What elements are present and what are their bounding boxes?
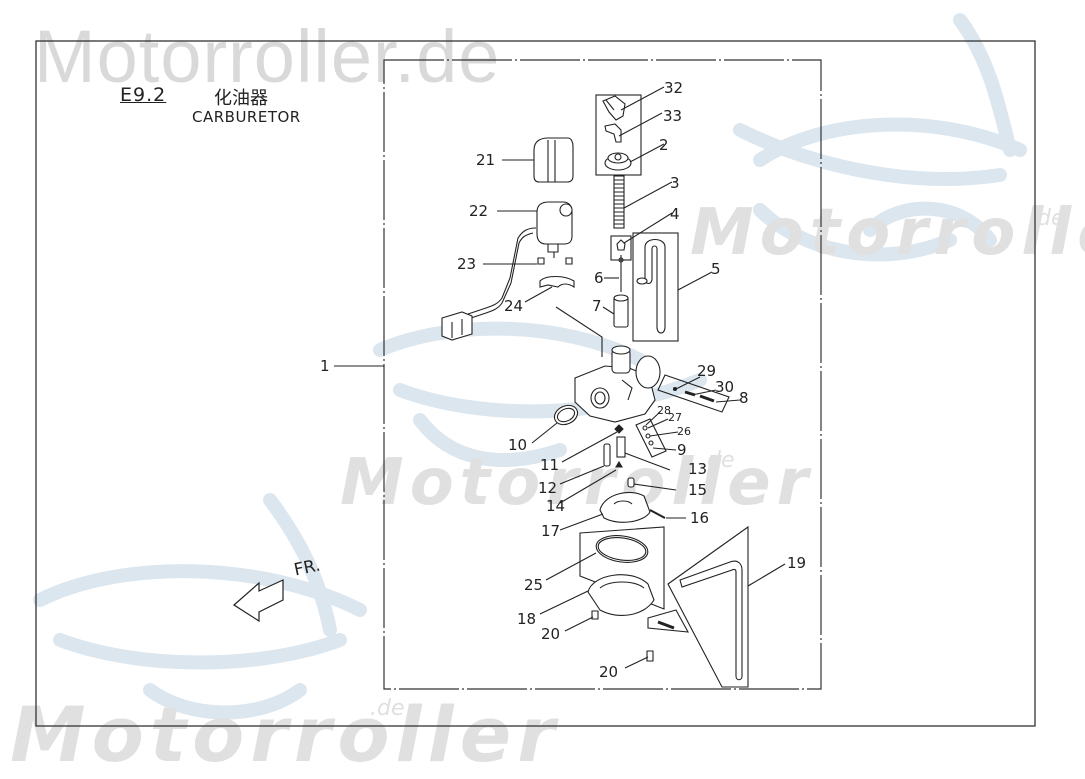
callout-22[interactable]: 22: [469, 202, 489, 220]
watermark-suffix-right: .de: [1030, 206, 1065, 231]
callout-20-upper[interactable]: 20: [541, 625, 561, 643]
callout-17[interactable]: 17: [541, 522, 561, 540]
callout-5[interactable]: 5: [711, 260, 721, 278]
callout-18[interactable]: 18: [517, 610, 537, 628]
callout-30[interactable]: 30: [715, 378, 735, 396]
callout-29[interactable]: 29: [697, 362, 717, 380]
callout-4[interactable]: 4: [670, 205, 680, 223]
callout-13[interactable]: 13: [688, 460, 708, 478]
callout-16[interactable]: 16: [690, 509, 710, 527]
callout-12[interactable]: 12: [538, 479, 558, 497]
outer-frame: [35, 40, 1036, 727]
callout-32[interactable]: 32: [664, 79, 684, 97]
watermark-suffix-bottom: .de: [370, 696, 405, 721]
section-title-english: CARBURETOR: [192, 108, 301, 126]
front-direction-arrow-icon: [233, 579, 284, 623]
callout-7[interactable]: 7: [592, 297, 602, 315]
callout-11[interactable]: 11: [540, 456, 560, 474]
callout-14[interactable]: 14: [546, 497, 566, 515]
callout-3[interactable]: 3: [670, 174, 680, 192]
callout-8[interactable]: 8: [739, 389, 749, 407]
callout-19[interactable]: 19: [787, 554, 807, 572]
callout-21[interactable]: 21: [476, 151, 496, 169]
callout-10[interactable]: 10: [508, 436, 528, 454]
callout-28[interactable]: 28: [657, 404, 671, 417]
section-title-chinese: 化油器: [214, 88, 268, 109]
callout-26[interactable]: 26: [677, 425, 691, 438]
callout-15[interactable]: 15: [688, 481, 708, 499]
callout-6[interactable]: 6: [594, 269, 604, 287]
callout-9[interactable]: 9: [677, 441, 687, 459]
spring: [613, 175, 625, 229]
callout-1[interactable]: 1: [320, 357, 330, 375]
assembly-frame: [383, 59, 822, 690]
callout-23[interactable]: 23: [457, 255, 477, 273]
callout-20-lower[interactable]: 20: [599, 663, 619, 681]
watermark-suffix-middle: .de: [700, 448, 735, 473]
callout-25[interactable]: 25: [524, 576, 544, 594]
callout-33[interactable]: 33: [663, 107, 683, 125]
callout-24[interactable]: 24: [504, 297, 524, 315]
carburetor-body: [574, 345, 661, 423]
section-code: E9.2: [120, 84, 167, 106]
callout-2[interactable]: 2: [659, 136, 669, 154]
callout-27[interactable]: 27: [668, 411, 682, 424]
